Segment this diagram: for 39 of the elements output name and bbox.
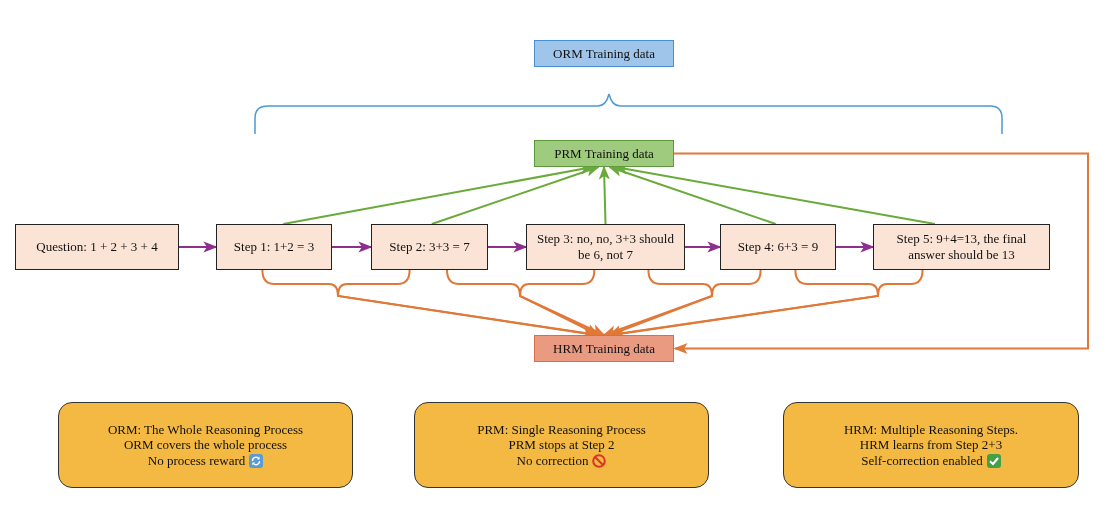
arrow [598, 165, 610, 225]
arrow [608, 165, 777, 225]
card-text: HRM learns from Step 2+3 [859, 437, 1003, 453]
data-box [534, 40, 674, 67]
process-box [216, 224, 332, 270]
card-text: PRM stops at Step 2 [508, 437, 615, 453]
arrow [487, 241, 528, 253]
summary-card [58, 402, 353, 488]
card-title: PRM: Single Reasoning Process [477, 421, 646, 438]
arrow [684, 241, 722, 253]
box-label: PRM Training data [554, 145, 654, 162]
card-text: ORM covers the whole process [123, 437, 288, 453]
box-label: Step 3: no, no, 3+3 should be 6, not 7 [536, 231, 675, 263]
arrow [673, 152, 1089, 355]
process-box [720, 224, 836, 270]
summary-card [414, 402, 709, 488]
arrow [331, 241, 373, 253]
card-text: No correction [516, 452, 589, 469]
box-label: Step 1: 1+2 = 3 [233, 239, 315, 255]
process-box [526, 224, 685, 270]
card-text: Self-correction enabled [861, 452, 983, 469]
box-label: Step 5: 9+4=13, the final answer should be 13 [895, 231, 1028, 263]
box-label: Question: 1 + 2 + 3 + 4 [36, 239, 158, 255]
data-box [534, 140, 674, 167]
process-box [15, 224, 179, 270]
box-label: Step 4: 6+3 = 9 [737, 239, 819, 255]
arrow [178, 241, 218, 253]
box-label: HRM Training data [553, 340, 655, 357]
card-text: No process reward [147, 452, 246, 469]
card-title: HRM: Multiple Reasoning Steps. [843, 421, 1019, 438]
arrow [430, 165, 600, 225]
arrow [835, 241, 875, 253]
card-title: ORM: The Whole Reasoning Process [107, 421, 304, 438]
data-box [534, 335, 674, 362]
process-box [873, 224, 1050, 270]
process-box [371, 224, 488, 270]
summary-card [783, 402, 1079, 488]
box-label: ORM Training data [553, 45, 655, 62]
box-label: Step 2: 3+3 = 7 [389, 239, 470, 255]
